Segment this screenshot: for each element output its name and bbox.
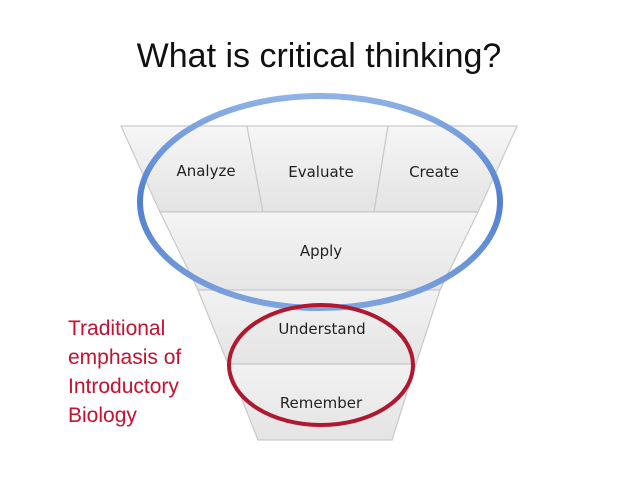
higher-order-ellipse — [137, 93, 503, 311]
slide-title: What is critical thinking? — [136, 37, 502, 75]
level-label-remember: Remember — [280, 394, 363, 412]
level-label-create: Create — [409, 163, 459, 181]
note-line-1: Traditional — [68, 317, 166, 340]
traditional-emphasis-ellipse — [227, 303, 415, 427]
note-line-4: Biology — [68, 403, 137, 427]
level-label-analyze: Analyze — [176, 162, 235, 180]
traditional-emphasis-note: Traditional emphasis of Introductory Bio… — [68, 315, 218, 431]
note-line-3: Introductory — [68, 374, 179, 398]
level-label-evaluate: Evaluate — [288, 163, 354, 181]
funnel-segment-remember — [227, 363, 417, 441]
note-line-2: emphasis of — [68, 345, 182, 369]
level-label-understand: Understand — [278, 320, 365, 338]
level-label-apply: Apply — [300, 242, 342, 260]
